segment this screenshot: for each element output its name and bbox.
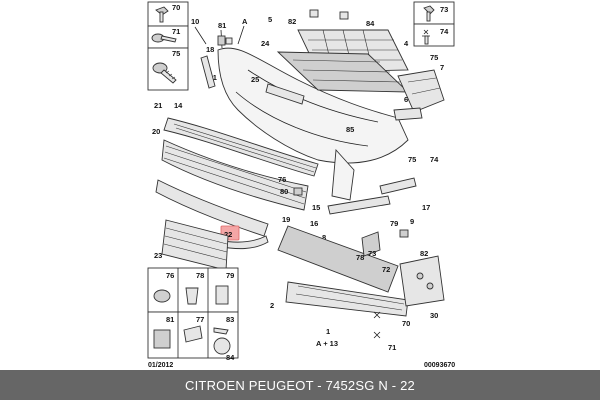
callout-21: 21 (154, 101, 162, 110)
side-strip-18 (200, 55, 216, 89)
fastener-84-part (213, 337, 231, 355)
callout-73b: 73 (368, 249, 376, 258)
callout-14: 14 (174, 101, 183, 110)
callout-4: 4 (404, 39, 409, 48)
callout-78: 78 (356, 253, 364, 262)
callout-15: 15 (312, 203, 320, 212)
callout-81b: 81 (166, 315, 174, 324)
callout-84: 84 (366, 19, 375, 28)
callout-79: 79 (390, 219, 398, 228)
bumper-cover (217, 47, 409, 164)
callout-70: 70 (172, 3, 180, 12)
callout-6: 6 (404, 95, 408, 104)
square-80 (293, 187, 303, 196)
callout-76: 76 (278, 175, 286, 184)
callout-74: 74 (440, 27, 449, 36)
trim-strip-22 (215, 235, 269, 250)
lower-grille-strip (155, 179, 269, 237)
rail-25 (265, 83, 305, 105)
callout-75c: 75 (408, 155, 416, 164)
exploded-bumper-diagram: 70 71 75 10 81 A 18 11 5 82 84 73 (147, 1, 455, 369)
trim-17 (379, 177, 417, 195)
square-84 (339, 11, 349, 20)
fastener-78-part (185, 287, 199, 305)
square-73b (361, 231, 381, 257)
callout-19: 19 (282, 215, 290, 224)
fastener-box-71: 71 (147, 25, 189, 49)
callout-10: 10 (191, 17, 199, 26)
square-79 (399, 229, 409, 238)
callout-2: 2 (270, 301, 274, 310)
callout-83: 83 (226, 315, 234, 324)
fastener-box-70: 70 (147, 1, 189, 27)
callout-70b: 70 (402, 319, 410, 328)
bracket-6 (393, 107, 423, 121)
callout-79b: 79 (226, 271, 234, 280)
fastener-81-part (153, 329, 171, 349)
callout-77: 77 (196, 315, 204, 324)
parts-diagram-sheet: 70 71 75 10 81 A 18 11 5 82 84 73 (118, 0, 484, 370)
sheet-ref: 00093670 (424, 362, 455, 369)
callout-71b: 71 (388, 343, 396, 352)
callout-30: 30 (430, 311, 438, 320)
callout-74b: 74 (430, 155, 439, 164)
callout-85: 85 (346, 125, 354, 134)
callout-17: 17 (422, 203, 430, 212)
clip-81-part (217, 35, 226, 46)
callout-84b: 84 (226, 353, 235, 362)
callout-71: 71 (172, 27, 180, 36)
fog-lamp-bezel (331, 148, 355, 201)
callout-1: 1 (326, 327, 330, 336)
callout-16: 16 (310, 219, 318, 228)
beam-lower-2 (285, 281, 409, 317)
callout-75b: 75 (430, 53, 438, 62)
callout-76b: 76 (166, 271, 174, 280)
callout-18: 18 (206, 45, 214, 54)
fastener-77-part (183, 325, 203, 343)
callout-23: 23 (154, 251, 162, 260)
callout-82: 82 (288, 17, 296, 26)
footer-bar: CITROEN PEUGEOT - 7452SG N - 22 (0, 370, 600, 400)
fastener-79-part (215, 285, 229, 305)
strip-15 (327, 195, 391, 215)
fastener-76-part (153, 289, 171, 303)
callout-5: 5 (268, 15, 272, 24)
fastener-box-73: 73 (413, 1, 455, 25)
callout-A: A (242, 17, 248, 26)
callout-7: 7 (440, 63, 444, 72)
callout-A13: A + 13 (316, 339, 338, 348)
fastener-box-74: 74 (413, 23, 455, 47)
callout-78b: 78 (196, 271, 204, 280)
callout-24: 24 (261, 39, 270, 48)
footer-text: CITROEN PEUGEOT - 7452SG N - 22 (185, 377, 415, 393)
callout-80: 80 (280, 187, 288, 196)
callout-75: 75 (172, 49, 180, 58)
callout-8: 8 (322, 233, 326, 242)
sheet-date: 01/2012 (148, 362, 173, 369)
callout-81: 81 (218, 21, 226, 30)
fastener-grid: 76 78 79 81 77 83 84 (147, 267, 239, 362)
square-82 (309, 9, 319, 18)
grille-21 (163, 117, 319, 177)
bracket-30 (399, 255, 445, 307)
callout-82b: 82 (420, 249, 428, 258)
fastener-83-part (213, 327, 229, 335)
grille-23 (161, 219, 229, 271)
square-81 (225, 37, 233, 45)
bracket-7 (397, 69, 445, 113)
fastener-box-75: 75 (147, 47, 189, 91)
callout-22: 22 (224, 230, 232, 239)
callout-20: 20 (152, 127, 160, 136)
beam-upper (277, 225, 399, 293)
callout-9: 9 (410, 217, 414, 226)
callout-73: 73 (440, 5, 448, 14)
callout-72: 72 (382, 265, 390, 274)
callout-25: 25 (251, 75, 259, 84)
